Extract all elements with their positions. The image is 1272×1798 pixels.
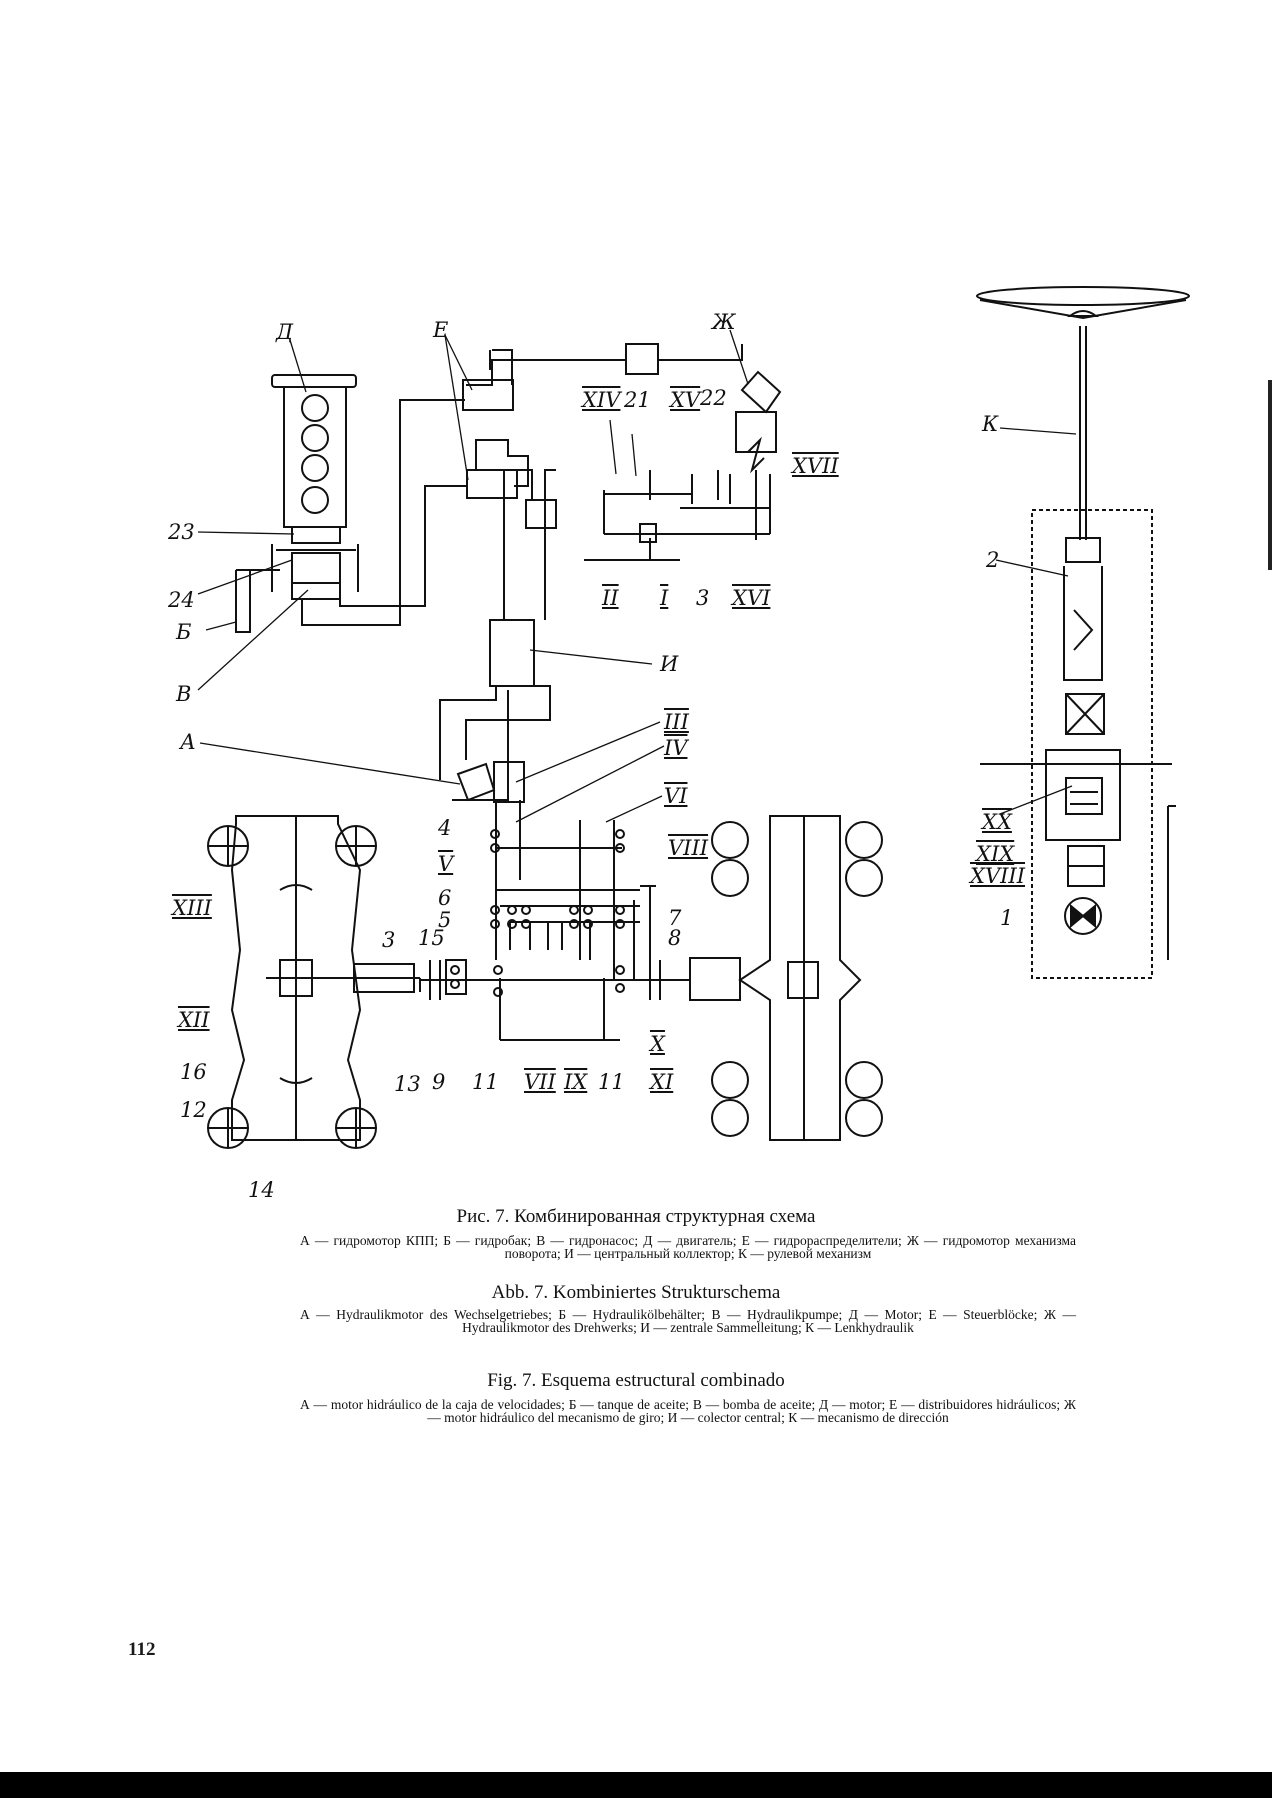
label-3-left: 3 <box>382 928 396 952</box>
oil-tank <box>235 570 251 633</box>
label-11-a: 11 <box>472 1070 499 1094</box>
label-3-top: 3 <box>696 586 710 610</box>
label-roman-II: II <box>602 586 619 610</box>
label-I: И <box>660 652 679 676</box>
label-roman-V: V <box>438 852 454 876</box>
label-5: 5 <box>438 908 452 932</box>
scan-edge <box>1268 380 1272 570</box>
leader-lines <box>197 329 1077 823</box>
caption-title-es: Fig. 7. Esquema estructural combinado <box>487 1370 785 1391</box>
label-K: К <box>982 412 999 436</box>
caption-body-ru: А — гидромотор КПП; Б — гидробак; В — ги… <box>300 1233 1076 1261</box>
label-roman-III: III <box>664 710 689 734</box>
label-8: 8 <box>668 926 682 950</box>
label-D: Д <box>276 320 294 344</box>
label-13: 13 <box>394 1072 421 1096</box>
label-A: А <box>180 730 196 754</box>
caption-title-de: Abb. 7. Kombiniertes Strukturschema <box>491 1282 781 1303</box>
label-23: 23 <box>168 520 195 544</box>
label-11-b: 11 <box>598 1070 625 1094</box>
label-E: Е <box>433 318 449 342</box>
label-4: 4 <box>438 816 452 840</box>
label-roman-XIII: XIII <box>172 896 212 920</box>
label-roman-XI: XI <box>650 1070 674 1094</box>
gearbox-motor <box>456 762 496 802</box>
label-roman-IV: IV <box>664 736 688 760</box>
central-collector <box>489 619 535 687</box>
label-roman-XVIII: XVIII <box>970 864 1026 888</box>
label-roman-XIV: XIV <box>582 388 621 412</box>
label-22: 22 <box>700 386 727 410</box>
label-roman-XX: XX <box>982 810 1012 834</box>
label-roman-IX: IX <box>564 1070 588 1094</box>
turn-gearbox <box>584 470 771 561</box>
label-24: 24 <box>168 588 195 612</box>
right-bogie <box>660 815 883 1141</box>
label-roman-VIII: VIII <box>668 836 709 860</box>
left-bogie <box>207 815 420 1149</box>
engine-block <box>271 374 359 600</box>
label-V: В <box>176 682 192 706</box>
label-2: 2 <box>986 548 1000 572</box>
label-16: 16 <box>180 1060 207 1084</box>
label-14: 14 <box>248 1178 275 1202</box>
label-1: 1 <box>1000 906 1014 930</box>
label-roman-XIX: XIX <box>976 842 1015 866</box>
caption-body-es: А — motor hidráulico de la caja de veloc… <box>300 1397 1076 1425</box>
label-roman-XVII: XVII <box>792 454 839 478</box>
label-15: 15 <box>418 926 445 950</box>
label-6: 6 <box>438 886 452 910</box>
page-number: 112 <box>128 1639 156 1660</box>
label-roman-VII: VII <box>524 1070 556 1094</box>
label-roman-XII: XII <box>178 1008 210 1032</box>
label-12: 12 <box>180 1098 207 1122</box>
turn-motor <box>735 370 782 530</box>
label-roman-X: X <box>650 1032 665 1056</box>
distributor-1 <box>462 379 514 411</box>
valve-top <box>625 343 659 375</box>
label-roman-VI: VI <box>664 784 688 808</box>
caption-title-ru: Рис. 7. Комбинированная структурная схем… <box>456 1206 816 1227</box>
gearbox <box>419 761 690 1041</box>
distributor-2 <box>466 469 518 499</box>
label-Zh: Ж <box>712 310 736 334</box>
label-9: 9 <box>432 1070 446 1094</box>
scan-bottom-border <box>0 1772 1272 1798</box>
steering-mechanism <box>976 286 1190 979</box>
label-roman-XV: XV <box>670 388 701 412</box>
caption-body-de: А — Hydraulikmotor des Wechselgetriebes;… <box>300 1307 1076 1335</box>
label-7: 7 <box>668 906 682 930</box>
label-roman-I: I <box>660 586 669 610</box>
label-B: Б <box>176 620 192 644</box>
label-21: 21 <box>624 388 651 412</box>
label-roman-XVI: XVI <box>732 586 771 610</box>
valve-small <box>525 499 557 529</box>
